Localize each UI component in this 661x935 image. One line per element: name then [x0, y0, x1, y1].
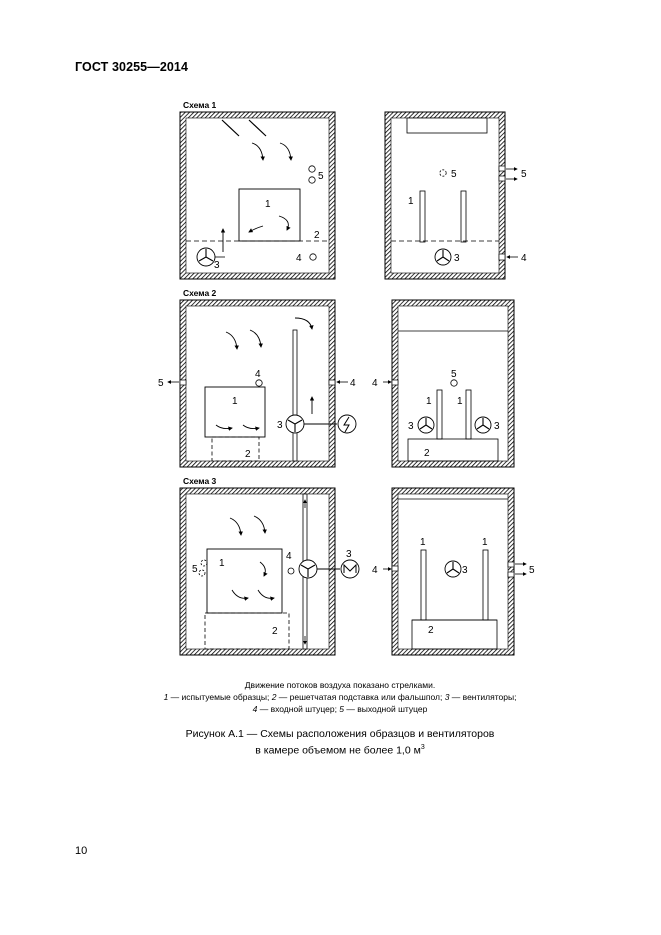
- label-4: 4: [296, 253, 302, 264]
- notes-line-2: 1 — испытуемые образцы; 2 — решетчатая п…: [163, 692, 517, 702]
- outlet-nozzle: [507, 571, 515, 578]
- label-3: 3: [408, 421, 414, 432]
- scheme-2-front-view: 5 1 1 3 3 2 4: [372, 299, 515, 468]
- label-2: 2: [314, 230, 320, 241]
- label-2: 2: [424, 448, 430, 459]
- scheme-1-side-view: 5 1 2 3 4: [179, 111, 336, 280]
- scheme-3-title: Схема 3: [183, 476, 217, 486]
- label-1: 1: [219, 558, 225, 569]
- grate-stand: [211, 436, 260, 462]
- sample-1: [204, 386, 266, 438]
- label-4: 4: [372, 378, 378, 389]
- grate-stand: [411, 619, 498, 650]
- document-header: ГОСТ 30255—2014: [75, 60, 189, 74]
- notes-line-1: Движение потоков воздуха показано стрелк…: [244, 680, 436, 690]
- airflow-arrow: [278, 215, 291, 231]
- label-5: 5: [318, 171, 324, 182]
- airflow-arrow: [251, 142, 265, 161]
- sample-1: [419, 190, 426, 243]
- label-2: 2: [428, 625, 434, 636]
- label-5: 5: [192, 564, 198, 575]
- fan-shaft: [292, 329, 298, 462]
- outlet-port: [308, 176, 316, 184]
- sample-1: [460, 190, 467, 243]
- label-5: 5: [529, 565, 535, 576]
- inlet-port: [287, 567, 295, 575]
- baffle-line: [221, 119, 240, 137]
- scheme-3-side-view: 1 2 5 4 3: [179, 487, 360, 656]
- label-4: 4: [521, 253, 527, 264]
- label-1: 1: [265, 199, 271, 210]
- inlet-nozzle: [498, 253, 506, 261]
- label-3: 3: [346, 549, 352, 560]
- inlet-port: [255, 379, 263, 387]
- label-5: 5: [521, 169, 527, 180]
- notes-line-3: 4 — входной штуцер; 5 — выходной штуцер: [252, 704, 428, 714]
- figure-notes: Движение потоков воздуха показано стрелк…: [100, 679, 580, 715]
- label-3: 3: [454, 253, 460, 264]
- airflow-arrow: [248, 225, 264, 233]
- baffle-line: [248, 119, 267, 137]
- label-1: 1: [426, 396, 432, 407]
- top-baffle: [406, 117, 488, 134]
- label-1: 1: [232, 396, 238, 407]
- label-1: 1: [457, 396, 463, 407]
- label-4: 4: [372, 565, 378, 576]
- label-5: 5: [451, 169, 457, 180]
- grate-stand: [407, 438, 499, 462]
- outlet-nozzle: [498, 165, 506, 172]
- inlet-nozzle: [328, 379, 336, 386]
- label-4: 4: [350, 378, 356, 389]
- inlet-port: [309, 253, 317, 261]
- motor-icon: [337, 414, 357, 434]
- label-1: 1: [482, 537, 488, 548]
- scheme-2-side-view: 4 1 2 5 4 3: [158, 299, 357, 468]
- label-5: 5: [158, 378, 164, 389]
- label-5: 5: [451, 369, 457, 380]
- label-4: 4: [286, 551, 292, 562]
- motor-icon: [340, 559, 360, 579]
- caption-line-1: Рисунок А.1 — Схемы расположения образцо…: [185, 728, 495, 740]
- label-3: 3: [494, 421, 500, 432]
- caption-line-2: в камере объемом не более 1,0 м3: [255, 744, 425, 757]
- sample-1: [206, 548, 283, 614]
- label-4: 4: [255, 369, 261, 380]
- inlet-nozzle: [391, 379, 399, 386]
- label-1: 1: [420, 537, 426, 548]
- sample-1: [238, 188, 301, 242]
- page-number: 10: [75, 845, 88, 857]
- grate-stand: [204, 612, 290, 650]
- scheme-2-title: Схема 2: [183, 288, 217, 298]
- inlet-nozzle: [391, 565, 399, 572]
- label-3: 3: [214, 260, 220, 271]
- figure-caption: Рисунок А.1 — Схемы расположения образцо…: [100, 727, 580, 758]
- scheme-1-title: Схема 1: [183, 100, 217, 110]
- scheme-3-front-view: 1 1 3 2 4 5: [372, 487, 535, 656]
- airflow-arrow: [279, 142, 293, 161]
- label-1: 1: [408, 196, 414, 207]
- label-2: 2: [272, 626, 278, 637]
- label-2: 2: [245, 449, 251, 460]
- airflow-arrow: [225, 331, 239, 350]
- outlet-nozzle: [179, 379, 187, 386]
- outlet-port: [308, 165, 316, 173]
- scheme-1-front-view: 5 1 3 5 4: [384, 111, 527, 280]
- label-3: 3: [277, 420, 283, 431]
- outlet-nozzle: [498, 175, 506, 182]
- airflow-arrow: [294, 317, 314, 330]
- label-3: 3: [462, 565, 468, 576]
- outlet-nozzle: [507, 561, 515, 568]
- outlet-port: [450, 379, 458, 387]
- outlet-port: [439, 169, 447, 177]
- airflow-arrow: [249, 329, 263, 348]
